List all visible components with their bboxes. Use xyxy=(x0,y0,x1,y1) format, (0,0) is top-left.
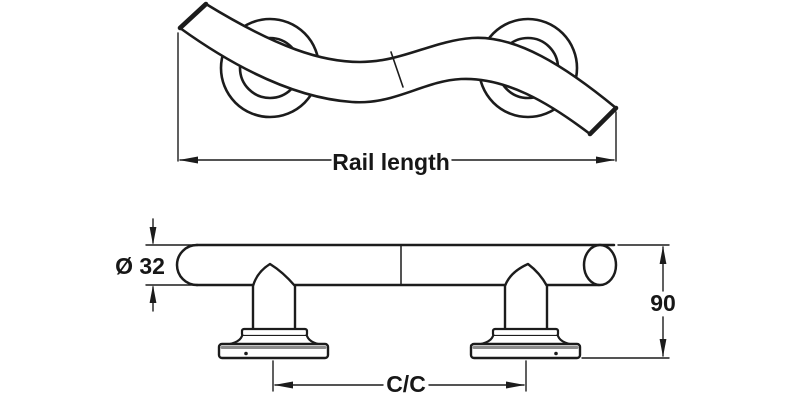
diameter-dimension xyxy=(145,218,208,312)
tube-body xyxy=(177,245,616,285)
rail-left-end-cap xyxy=(177,1,209,31)
rail-right-end-cap xyxy=(587,105,619,137)
height-label: 90 xyxy=(650,290,676,316)
rail-length-dimension xyxy=(177,32,617,164)
diameter-arrow-top xyxy=(149,227,157,245)
rail-seam-line xyxy=(390,51,404,88)
left-collar xyxy=(240,327,309,338)
cc-arrow-right xyxy=(506,381,525,389)
right-collar xyxy=(491,327,560,338)
height-arrow-top xyxy=(659,246,667,264)
diameter-label: Ø 32 xyxy=(115,253,165,279)
left-base-screw-dot xyxy=(244,351,248,356)
center-to-center-dimension xyxy=(272,360,527,392)
height-dimension xyxy=(581,244,670,359)
left-post xyxy=(251,262,297,333)
tube-end-ellipse xyxy=(582,243,618,287)
top-view: Rail length xyxy=(177,1,619,175)
diameter-arrow-bottom xyxy=(149,285,157,303)
center-to-center-label: C/C xyxy=(386,371,426,397)
rail-length-label: Rail length xyxy=(332,149,450,175)
side-view: Ø 32 90 C/C xyxy=(115,218,676,397)
rail-length-arrow-right xyxy=(596,156,615,164)
right-base-screw-dot xyxy=(554,351,558,356)
height-arrow-bottom xyxy=(659,339,667,357)
tube-left-cap xyxy=(175,243,199,287)
cc-arrow-left xyxy=(274,381,293,389)
right-post xyxy=(503,262,549,333)
rail-length-arrow-left xyxy=(179,156,198,164)
